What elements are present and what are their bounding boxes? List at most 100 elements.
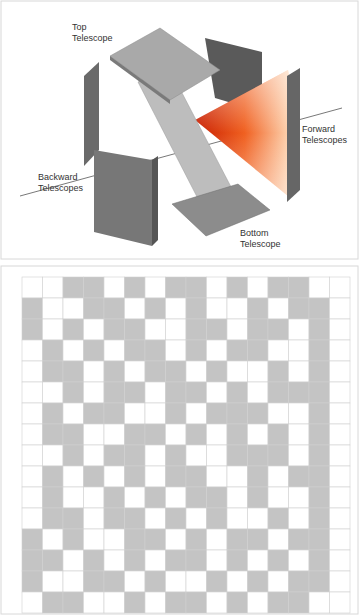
grid-cell bbox=[268, 445, 289, 466]
grid-cell bbox=[145, 340, 166, 361]
grid-cell bbox=[166, 571, 187, 592]
pattern-grid bbox=[22, 277, 350, 613]
grid-cell bbox=[166, 487, 187, 508]
grid-cell bbox=[145, 550, 166, 571]
grid-cell bbox=[145, 466, 166, 487]
grid-cell bbox=[268, 403, 289, 424]
grid-cell bbox=[186, 571, 207, 592]
grid-cell bbox=[63, 445, 84, 466]
grid-cell bbox=[289, 445, 310, 466]
grid-cell bbox=[248, 445, 269, 466]
grid-cell bbox=[145, 277, 166, 298]
grid-cell bbox=[227, 340, 248, 361]
grid-cell bbox=[63, 508, 84, 529]
grid-cell bbox=[43, 550, 64, 571]
grid-cell bbox=[227, 466, 248, 487]
part-label: Backward Telescopes bbox=[38, 172, 94, 194]
grid-cell bbox=[43, 340, 64, 361]
grid-cell bbox=[84, 445, 105, 466]
grid-cell bbox=[309, 424, 330, 445]
grid-cell bbox=[186, 361, 207, 382]
grid-cell bbox=[227, 382, 248, 403]
left-panel bbox=[84, 62, 99, 166]
part-label: Top Telescope bbox=[72, 22, 122, 44]
grid-cell bbox=[22, 529, 43, 550]
grid-cell bbox=[330, 445, 351, 466]
grid-cell bbox=[248, 487, 269, 508]
grid-cell bbox=[84, 508, 105, 529]
grid-cell bbox=[84, 319, 105, 340]
grid-cell bbox=[248, 550, 269, 571]
grid-cell bbox=[63, 550, 84, 571]
grid-cell bbox=[227, 277, 248, 298]
grid-cell bbox=[84, 424, 105, 445]
grid-cell bbox=[166, 550, 187, 571]
grid-cell bbox=[63, 319, 84, 340]
grid-cell bbox=[207, 487, 228, 508]
grid-cell bbox=[145, 319, 166, 340]
grid-cell bbox=[268, 382, 289, 403]
grid-cell bbox=[104, 508, 125, 529]
grid-cell bbox=[43, 445, 64, 466]
grid-cell bbox=[104, 361, 125, 382]
grid-cell bbox=[330, 319, 351, 340]
grid-cell bbox=[289, 424, 310, 445]
grid-cell bbox=[104, 571, 125, 592]
grid-cell bbox=[166, 277, 187, 298]
grid-cell bbox=[330, 487, 351, 508]
grid-cell bbox=[330, 403, 351, 424]
grid-cell bbox=[186, 403, 207, 424]
grid-cell bbox=[330, 361, 351, 382]
grid-cell bbox=[248, 298, 269, 319]
grid-cell bbox=[145, 298, 166, 319]
grid-cell bbox=[227, 298, 248, 319]
grid-cell bbox=[84, 340, 105, 361]
grid-cell bbox=[145, 403, 166, 424]
grid-cell bbox=[289, 592, 310, 613]
grid-cell bbox=[207, 550, 228, 571]
grid-cell bbox=[289, 487, 310, 508]
grid-cell bbox=[207, 298, 228, 319]
grid-cell bbox=[84, 361, 105, 382]
grid-cell bbox=[43, 403, 64, 424]
grid-cell bbox=[22, 571, 43, 592]
grid-cell bbox=[330, 529, 351, 550]
grid-cell bbox=[330, 466, 351, 487]
grid-cell bbox=[43, 592, 64, 613]
grid-cell bbox=[84, 550, 105, 571]
grid-cell bbox=[43, 487, 64, 508]
grid-cell bbox=[227, 550, 248, 571]
grid-cell bbox=[330, 508, 351, 529]
grid-cell bbox=[268, 298, 289, 319]
grid-cell bbox=[43, 319, 64, 340]
backward-panel bbox=[94, 150, 152, 246]
grid-cell bbox=[125, 382, 146, 403]
grid-cell bbox=[166, 361, 187, 382]
grid-cell bbox=[22, 508, 43, 529]
grid-cell bbox=[207, 361, 228, 382]
grid-cell bbox=[63, 277, 84, 298]
grid-cell bbox=[84, 403, 105, 424]
grid-cell bbox=[268, 550, 289, 571]
grid-cell bbox=[84, 529, 105, 550]
grid-cell bbox=[166, 382, 187, 403]
grid-cell bbox=[248, 340, 269, 361]
grid-cell bbox=[227, 571, 248, 592]
grid-cell bbox=[227, 319, 248, 340]
grid-cell bbox=[330, 592, 351, 613]
grid-cell bbox=[43, 571, 64, 592]
grid-cell bbox=[207, 592, 228, 613]
grid-cell bbox=[309, 319, 330, 340]
grid-cell bbox=[186, 298, 207, 319]
grid-cell bbox=[104, 382, 125, 403]
grid-cell bbox=[43, 298, 64, 319]
grid-cell bbox=[63, 529, 84, 550]
grid-cell bbox=[186, 529, 207, 550]
grid-cell bbox=[289, 382, 310, 403]
grid-cell bbox=[145, 592, 166, 613]
grid-cell bbox=[125, 592, 146, 613]
grid-cell bbox=[227, 445, 248, 466]
grid-cell bbox=[207, 382, 228, 403]
grid-cell bbox=[43, 529, 64, 550]
grid-cell bbox=[186, 550, 207, 571]
